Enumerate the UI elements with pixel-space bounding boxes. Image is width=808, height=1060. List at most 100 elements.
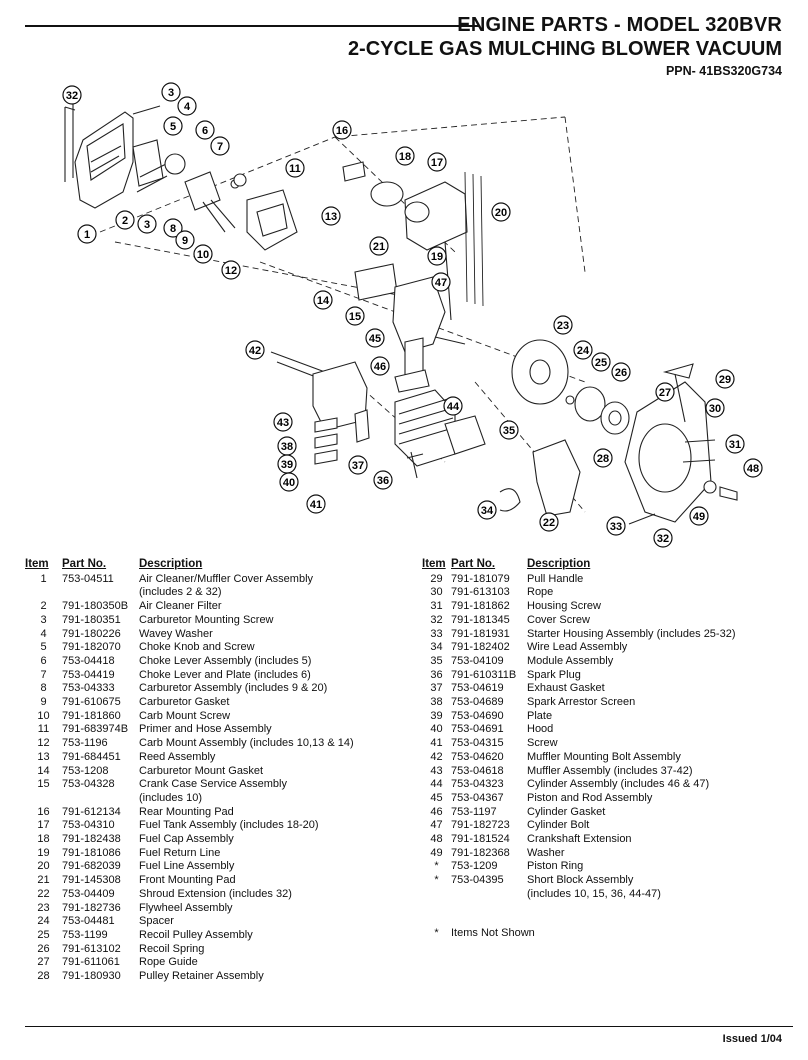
callout-14: 14 [313,290,333,310]
header-description: Description [139,558,203,570]
part-description: Pull Handle [527,572,584,585]
svg-text:49: 49 [693,511,705,523]
rear-mounting-pad-part [342,161,366,182]
item-number: 30 [430,586,443,599]
callout-25: 25 [591,352,611,372]
item-number: 28 [37,970,50,983]
svg-text:7: 7 [217,141,223,153]
callout-36: 36 [373,470,393,490]
svg-text:17: 17 [431,157,443,169]
footnote-symbol: * [434,927,439,939]
callout-12: 12 [221,260,241,280]
item-number: 40 [430,723,443,736]
part-number [451,888,527,902]
part-description: Shroud Extension (includes 32) [139,887,292,900]
item-number: 34 [430,641,443,654]
svg-text:24: 24 [577,345,590,357]
callout-20: 20 [491,202,511,222]
item-number: 19 [37,846,50,859]
part-number: 753-04481 [62,915,115,928]
svg-text:26: 26 [615,367,627,379]
svg-text:47: 47 [435,277,447,289]
svg-text:45: 45 [369,333,381,345]
part-number: 791-181079 [451,572,510,585]
part-description: Fuel Tank Assembly (includes 18-20) [139,819,319,832]
callout-21: 21 [369,236,389,256]
part-description: Carb Mount Screw [139,709,231,722]
part-number: 753-04328 [62,778,115,791]
part-description: Carburetor Mount Gasket [139,764,264,777]
item-number: 36 [430,668,443,681]
part-description: Piston and Rod Assembly [527,791,653,804]
air-filter-part [132,139,164,187]
item-number: 6 [40,654,47,667]
item-number: 18 [37,833,50,846]
part-number: 753-04618 [451,764,504,777]
item-number [25,792,62,806]
part-number: 791-180930 [62,970,121,983]
part-number: 753-04323 [451,778,504,791]
item-number: 27 [37,956,50,969]
item-number: 31 [430,600,443,613]
part-number: 753-1196 [62,737,108,750]
footnote: * Items Not Shown [422,927,534,939]
part-description: Rope Guide [139,956,198,969]
callout-32: 32 [653,528,673,548]
svg-text:33: 33 [610,521,622,533]
part-description: Carburetor Gasket [139,696,230,709]
part-number: 791-612134 [62,805,121,818]
part-number [62,792,139,806]
part-number: 753-04619 [451,682,504,695]
part-number: 753-1197 [451,805,497,818]
callout-47: 47 [431,272,451,292]
callout-18: 18 [395,146,415,166]
part-description: Screw [527,737,558,750]
callout-39: 39 [277,454,297,474]
svg-text:20: 20 [495,207,507,219]
part-number [62,586,139,600]
callout-42: 42 [245,340,265,360]
callout-9: 9 [175,230,195,250]
item-number: 10 [37,709,50,722]
part-number: 791-683974B [62,723,129,736]
item-number: 4 [40,627,47,640]
part-number: 791-682039 [62,860,121,873]
part-description: Wire Lead Assembly [527,641,628,654]
svg-text:42: 42 [249,345,261,357]
callout-35: 35 [499,420,519,440]
part-description: Recoil Spring [139,942,205,955]
callout-43: 43 [273,412,293,432]
item-number: 46 [430,805,443,818]
item-number: 37 [430,682,443,695]
part-number: 753-04409 [62,887,115,900]
part-description: Front Mounting Pad [139,874,236,887]
svg-text:6: 6 [202,125,208,137]
page-subtitle: 2-CYCLE GAS MULCHING BLOWER VACUUM [347,38,782,60]
part-number: 753-1199 [62,928,108,941]
svg-text:25: 25 [595,357,607,369]
part-number: 753-1208 [62,764,109,777]
part-description: Plate [527,709,553,722]
table-row: (includes 2 & 32) [25,586,410,600]
callout-44: 44 [443,396,463,416]
footer-rule [25,1026,793,1027]
header-rule [25,25,479,27]
primer-bulb-part [233,173,247,187]
flywheel-part [511,339,569,405]
